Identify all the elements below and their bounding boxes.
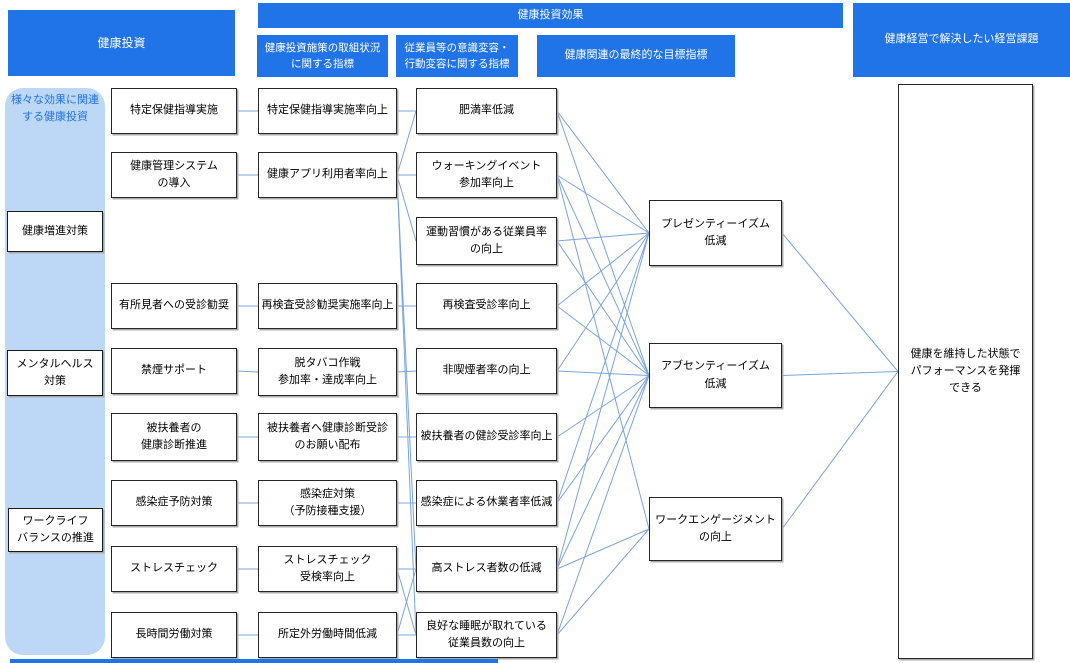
header-behavior-change-indicators: 従業員等の意識変容・行動変容に関する指標 [396, 35, 518, 77]
node-c2r4: 再検査受診勧奨実施率向上 [258, 283, 397, 329]
edge-c3r9-c4W [556, 528, 650, 636]
header-management-issues: 健康経営で解決したい経営課題 [853, 3, 1070, 77]
edge-c3r1-c4A [556, 110, 650, 376]
node-c3r4: 再検査受診率向上 [416, 283, 557, 329]
edge-c2r2-c3r3 [396, 174, 417, 242]
edge-c2r2-c3r1 [396, 110, 417, 176]
node-c2r7: 感染症対策 （予防接種支援） [258, 480, 397, 526]
header-investment-effect: 健康投資効果 [258, 3, 843, 28]
edge-c3r8-c4W [556, 528, 650, 570]
node-c3r9: 良好な睡眠が取れている 従業員数の向上 [416, 612, 557, 658]
edge-c3r4-c4A [556, 305, 650, 376]
edge-c3r3-c4P [556, 232, 650, 242]
node-c1r5: 禁煙サポート [111, 348, 237, 394]
edge-c4W-outcome [781, 371, 899, 530]
node-c3r6: 被扶養者の健診受診率向上 [416, 413, 557, 461]
edge-c3r6-c4A [556, 375, 650, 438]
node-c2r2: 健康アプリ利用者率向上 [258, 152, 397, 198]
node-c3r7: 感染症による休業者率低減 [416, 480, 557, 526]
edge-c4A-outcome [781, 371, 899, 376]
sidebar-label: 様々な効果に関連 する健康投資 [11, 94, 99, 124]
node-c2r5: 脱タバコ作戦 参加率・達成率向上 [258, 348, 397, 396]
edge-c3r7-c4P [556, 232, 650, 504]
edge-c3r8-c4P [556, 232, 650, 570]
node-c1r1: 特定保健指導実施 [111, 88, 237, 134]
node-c2r8: ストレスチェック 受検率向上 [258, 546, 397, 592]
edge-c3r2-c4A [556, 174, 650, 376]
edge-c3r9-c4A [556, 375, 650, 636]
node-c4A: アブセンティーイズム 低減 [649, 343, 782, 408]
category-health-promotion: 健康増進対策 [7, 211, 103, 252]
node-c3r1: 肥満率低減 [416, 88, 557, 134]
node-c4W: ワークエンゲージメント の向上 [649, 497, 782, 561]
node-c3r8: 高ストレス者数の低減 [416, 546, 557, 592]
node-c2r6: 被扶養者へ健康診断受診 のお願い配布 [258, 413, 397, 461]
node-c1r7: 感染症予防対策 [111, 480, 237, 526]
node-c3r2: ウォーキングイベント 参加率向上 [416, 152, 557, 198]
node-c1r2: 健康管理システム の導入 [111, 152, 237, 198]
node-c3r3: 運動習慣がある従業員率 の向上 [416, 217, 557, 265]
node-outcome: 健康を維持した状態で パフォーマンスを発揮 できる [898, 84, 1033, 659]
edge-c3r1-c4P [556, 110, 650, 234]
edge-c3r2-c4P [556, 174, 650, 234]
node-c1r8: ストレスチェック [111, 546, 237, 592]
edge-c3r4-c4P [556, 232, 650, 307]
edge-c2r5-c3r5 [396, 370, 417, 373]
edge-c3r3-c4A [556, 240, 650, 376]
edge-c3r8-c4A [556, 375, 650, 570]
edge-c2r9-c3r8 [396, 568, 417, 636]
category-mental-health: メンタルヘルス 対策 [7, 350, 103, 396]
node-c4P: プレゼンティーイズム 低減 [649, 200, 782, 266]
category-work-life-balance: ワークライフ バランスの推進 [8, 508, 103, 552]
edge-c1r5-c2r5 [236, 370, 259, 373]
edge-c3r5-c4A [556, 370, 650, 376]
node-c3r5: 非喫煙者率の向上 [416, 348, 557, 394]
node-c1r9: 長時間労働対策 [111, 612, 237, 658]
edge-c3r7-c4A [556, 375, 650, 504]
edge-c3r5-c4P [556, 232, 650, 372]
bottom-bar [10, 659, 498, 663]
node-c1r6: 被扶養者の 健康診断推進 [111, 413, 237, 461]
header-final-target-indicators: 健康関連の最終的な目標指標 [537, 35, 735, 77]
header-implementation-indicators: 健康投資施策の取組状況に関する指標 [257, 35, 388, 77]
edge-c2r2-c3r9 [396, 174, 417, 636]
edge-c3r2-c4W [556, 174, 650, 530]
header-health-investment: 健康投資 [8, 10, 235, 76]
node-c2r1: 特定保健指導実施率向上 [258, 88, 397, 134]
node-c1r4: 有所見者への受診勧奨 [111, 283, 237, 329]
edge-c4P-outcome [781, 232, 899, 372]
node-c2r9: 所定外労働時間低減 [258, 612, 397, 658]
